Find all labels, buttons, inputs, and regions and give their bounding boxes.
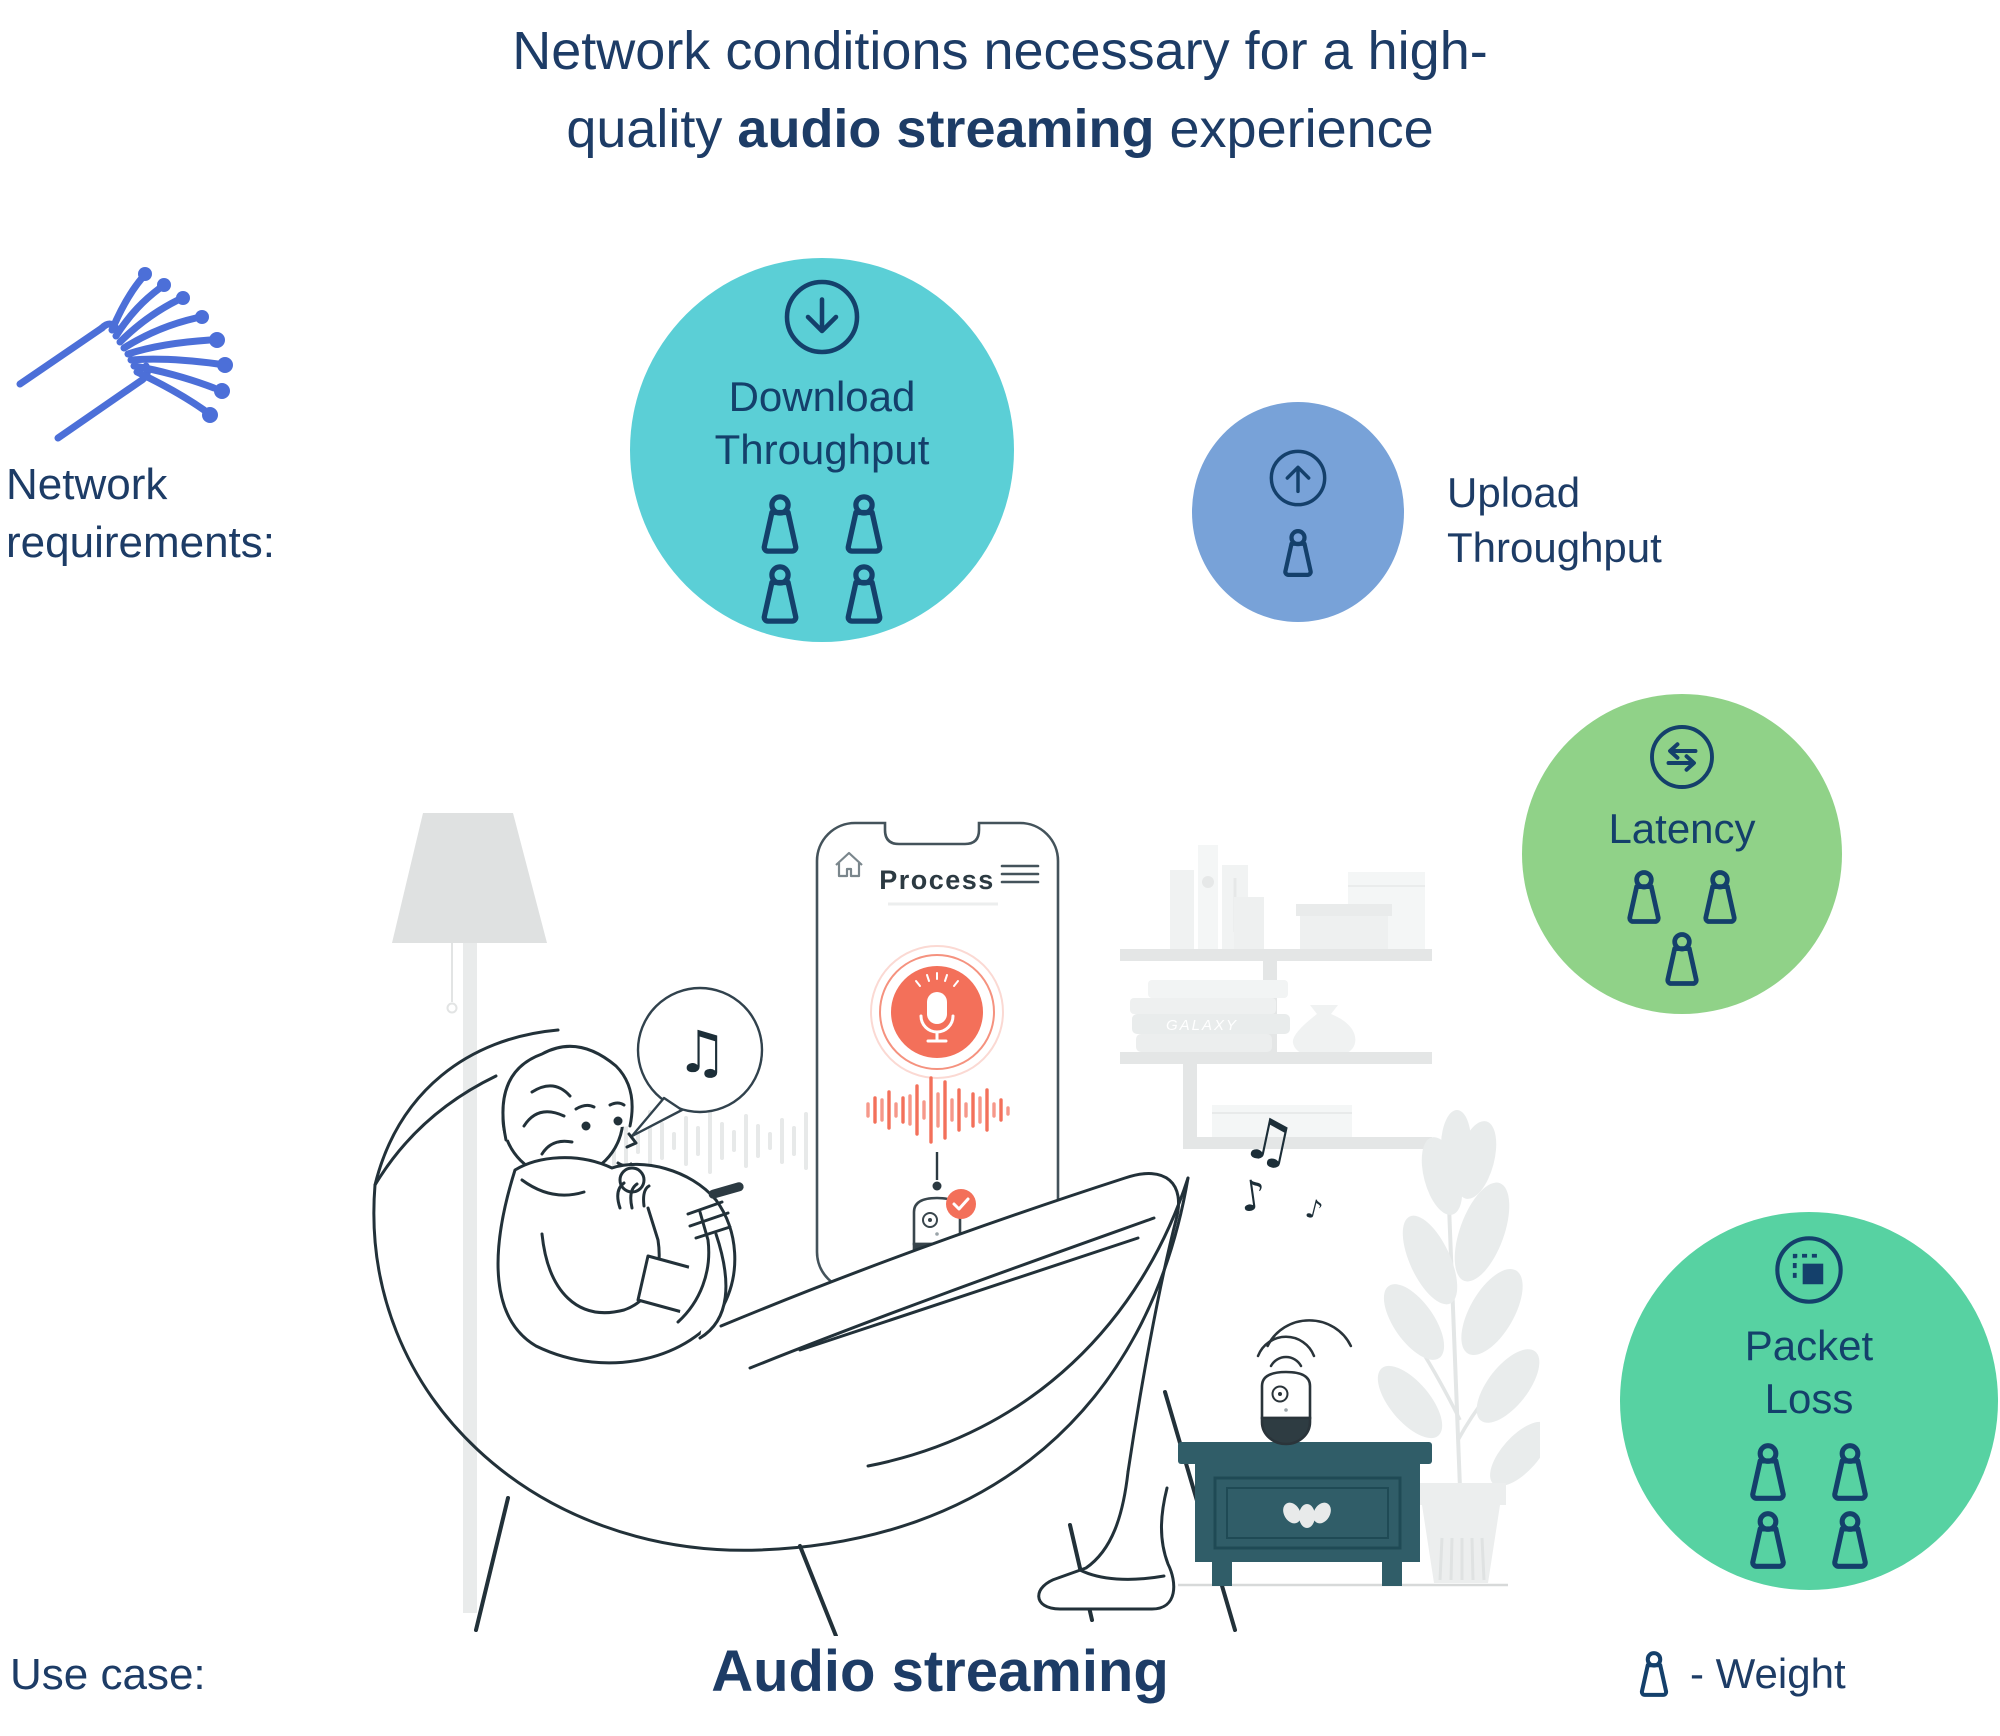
music-note-small: ♪ [1302,1194,1325,1227]
weight-icon [1627,870,1661,925]
phone-mockup: Process [815,821,1060,1292]
latency-arrows-circle-icon [1650,724,1714,789]
phone-waveform [866,1076,1010,1144]
phone-screen-title: Process [879,865,995,895]
weight-icon [1750,1443,1786,1501]
weight-icon [845,494,883,554]
download-arrow-circle-icon [784,279,860,355]
hamburger-menu-icon [1000,864,1040,884]
drawer-handle [1283,1502,1331,1528]
home-icon [835,851,863,878]
weight-icon [1639,1651,1669,1697]
requirement-circle-upload-throughput [1192,402,1404,622]
page-title: Network conditions necessary for a high-… [0,12,2000,169]
smart-speaker [1256,1319,1353,1446]
speech-bubble: ♫ [630,986,764,1138]
use-case-value: Audio streaming [711,1639,1169,1704]
bookshelf: GALAXY [1120,845,1432,1149]
weight-icon [845,564,883,624]
book-spine-label: GALAXY [1166,1017,1238,1034]
side-table [1178,1442,1432,1586]
network-requirements-label: Network requirements: [6,460,276,568]
circle-label: Latency [1608,804,1756,852]
weight-legend: - Weight [1632,1650,1846,1698]
living-room-illustration: GALAXY [280,620,1540,1636]
weight-icons [1275,528,1321,578]
title-line-2: quality audio streaming experience [566,99,1434,160]
requirement-circle-packet-loss: Packet Loss [1620,1212,1998,1590]
weight-legend-text: - Weight [1690,1650,1846,1697]
weight-icons [1735,1442,1883,1570]
weight-icon [1832,1443,1868,1501]
circle-label: Packet Loss [1744,1322,1874,1422]
person-in-chair [372,1028,1190,1611]
check-badge [946,1189,976,1219]
weight-icon [761,564,799,624]
use-case-label: Use case: [10,1650,206,1699]
music-note-medium: ♪ [1236,1170,1269,1222]
fiber-optic-cable-icon [12,262,264,460]
requirement-circle-download-throughput: Download Throughput [630,258,1014,642]
weight-icon [1750,1511,1786,1569]
upload-arrow-circle-icon [1269,449,1327,507]
weight-icon [1283,529,1313,577]
weight-icons [1612,869,1752,987]
title-bold-keyword: audio streaming [737,99,1155,160]
music-note-in-bubble: ♫ [676,1018,728,1086]
weight-icon [1665,932,1699,987]
circle-label: Download Throughput [714,373,930,473]
vase [1292,1005,1356,1057]
record-mic-button [870,945,1004,1079]
plant [1377,1110,1540,1583]
weight-icon [1832,1511,1868,1569]
title-line-1: Network conditions necessary for a high- [512,21,1488,81]
packet-circle-icon [1775,1236,1843,1304]
requirement-circle-latency: Latency [1522,694,1842,1014]
upload-throughput-label: Upload Throughput [1447,469,1662,571]
weight-icons [747,493,897,625]
weight-icon [761,494,799,554]
weight-icon [1703,870,1737,925]
